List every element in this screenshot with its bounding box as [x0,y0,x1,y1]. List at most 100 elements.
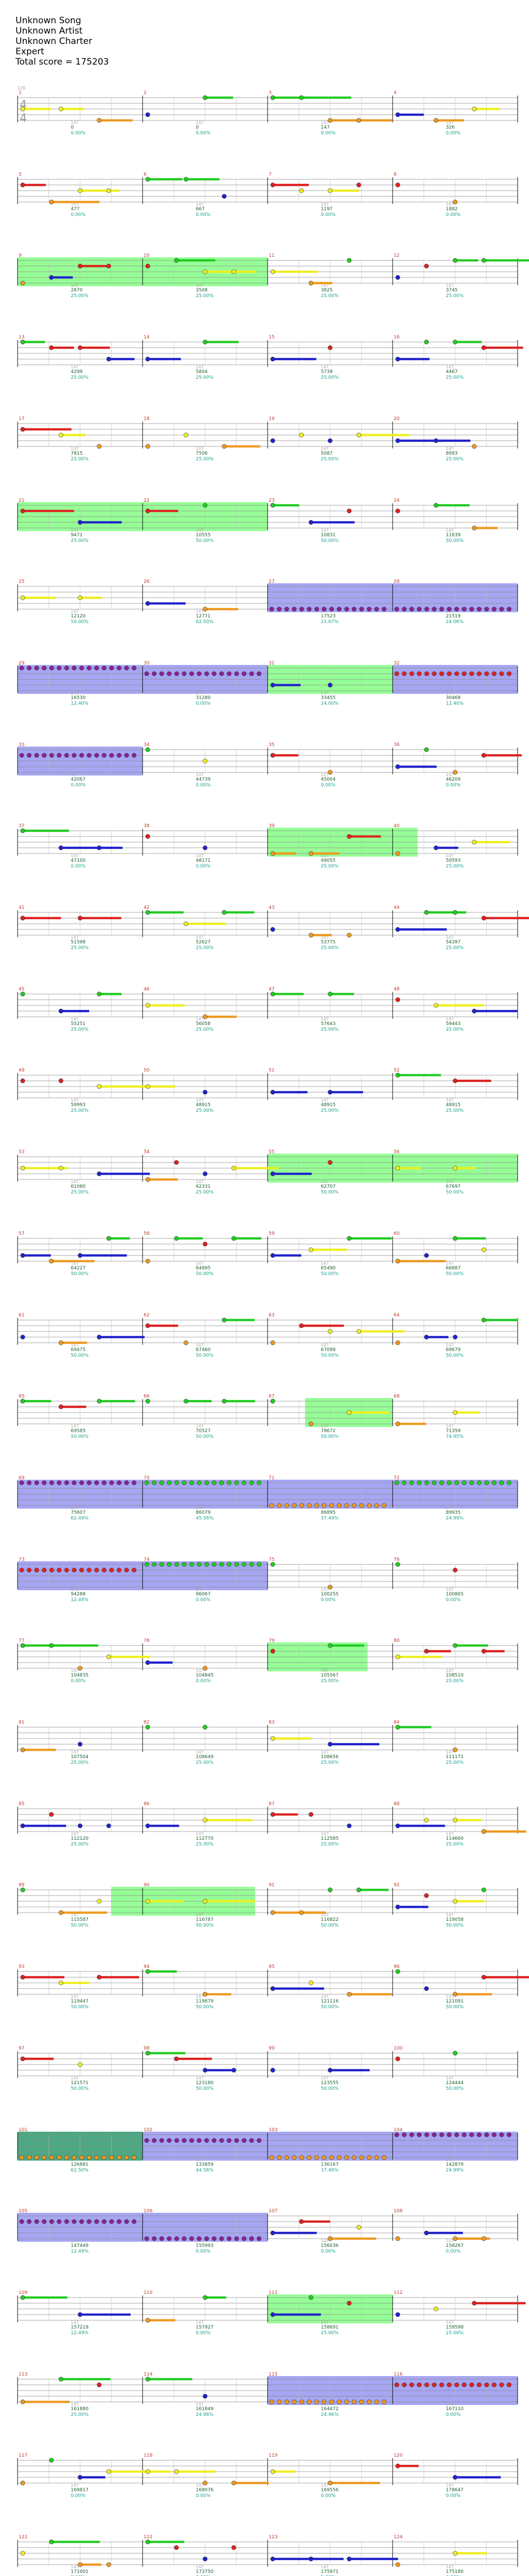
measure-number: 78 [144,1638,150,1643]
note [424,2231,428,2235]
note [382,607,386,611]
note [106,2470,111,2474]
measure-sp-percent: 0.00% [196,131,211,136]
sustain [349,1993,392,1995]
note [410,672,414,676]
note [203,846,207,850]
measure-sp-percent: 25.00% [321,375,339,380]
measure-score: 116787 [196,1917,213,1922]
note [110,666,114,670]
sustain [148,509,178,511]
measure-sp-percent: 50.00% [71,1923,89,1928]
measure-score: 64227 [71,1266,86,1271]
measure-score: 86079 [196,1510,211,1515]
measure-sp-percent: 0.00% [446,2412,461,2417]
tick-label: 147 [71,2402,79,2407]
measure-score: 123555 [321,2081,338,2086]
note [462,2382,466,2386]
measure-score: 67460 [196,1347,211,1353]
note [102,1568,106,1572]
note [106,1236,111,1240]
measure-score: 54397 [446,940,461,945]
sustain [23,1254,51,1256]
measure-number: 116 [394,2372,402,2377]
sustain [455,2476,501,2478]
total-score: Total score = 175203 [15,57,109,67]
tick-label: 147 [321,2320,329,2325]
chart-row-svg: 9311944750.00%1479411987950.00%147951211… [18,1959,518,2006]
sustain [148,911,183,913]
note [21,1643,25,1648]
note [395,2132,399,2136]
note [145,2237,149,2241]
note [367,607,371,611]
note [396,1905,400,1909]
note [347,1823,351,1827]
note [97,1084,101,1089]
tick-label: 147 [321,1098,329,1103]
chart-row-svg: 697560762.49%147708607945.56%14771868953… [18,1470,518,1517]
note [132,2220,136,2224]
note [145,2138,149,2142]
sustain [436,1004,484,1006]
note [309,933,313,937]
note [328,683,332,687]
tick-label: 147 [71,446,79,451]
measure-number: 98 [144,2046,150,2051]
sustain [359,119,393,121]
note [271,991,275,996]
note [35,2220,39,2224]
note [271,753,275,757]
measure-score: 116822 [321,1917,338,1922]
note [95,753,99,757]
measure-number: 18 [144,416,150,422]
note [309,1981,313,1985]
note [455,607,459,611]
note [356,433,361,437]
measure-sp-percent: 0.00% [321,783,336,788]
sustain [205,2069,231,2071]
note [367,2399,371,2403]
note [190,2237,194,2241]
note [227,2237,231,2241]
measure-number: 82 [144,1720,149,1725]
note [453,199,457,204]
measure-number: 33 [19,742,24,748]
tick-label: 147 [446,2565,454,2569]
sustain [205,1015,237,1017]
measure-score: 159598 [446,2325,464,2330]
note [145,672,149,676]
note [203,1899,207,1903]
note [125,1481,129,1485]
measure-number: 8 [394,172,397,177]
measure-score: 108510 [446,1673,464,1678]
tick-label: 147 [196,2565,204,2569]
sustain [398,1726,431,1728]
measure-score: 107504 [71,1755,89,1760]
sustain [61,1341,87,1343]
measure-sp-percent: 12.49% [71,1597,89,1603]
measure-sp-percent: 12.49% [71,2249,89,2254]
tick-label: 147 [196,609,204,614]
measure-score: 100255 [321,1592,338,1597]
note [117,1481,121,1485]
note [242,2237,246,2241]
note [402,672,406,676]
chart-row-svg: 12044100.00%147200.00%14731470.00%147432… [18,85,518,132]
sustain [484,1830,526,1832]
note [78,2313,82,2317]
note [347,933,351,937]
note [453,1992,457,1996]
note [396,997,400,1001]
sustain [234,1237,262,1239]
measure-score: 71359 [446,1429,461,1434]
note [271,439,275,443]
note [97,444,101,448]
note [352,607,356,611]
note [347,2301,351,2305]
note [337,2399,341,2403]
note [59,433,63,437]
sustain [474,841,510,843]
note [97,846,101,850]
sustain [148,602,185,604]
